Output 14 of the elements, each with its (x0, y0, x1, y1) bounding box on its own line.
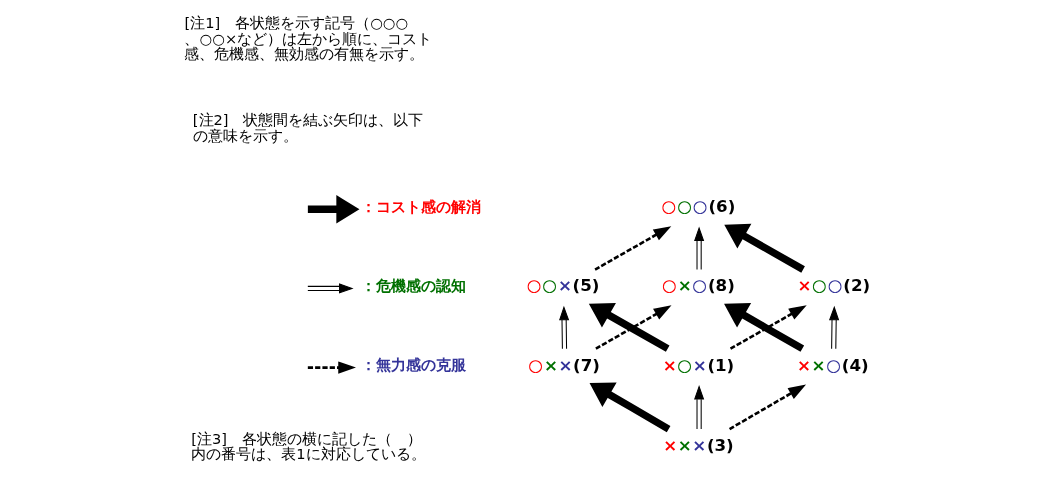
node-text: ○××(7) (527, 355, 600, 375)
node-text: ×○○(2) (797, 276, 870, 296)
legend-label: ：コスト感の解消 (360, 198, 481, 216)
legend-label: ：無力感の克服 (360, 356, 466, 374)
label: [注1] 各状態を示す記号（○○○、○○×など）は左から順に、コスト感、危機感、無効感の有無を示す。 (184, 14, 432, 63)
label: [注3] 各状態の横に記した（ ）内の番号は、表1に対応している。 (190, 429, 426, 463)
node-text: ○○×(5) (526, 276, 599, 296)
node-text: ○○○(6) (661, 197, 735, 217)
legend-label: ：危機感の認知 (360, 277, 466, 295)
label: [注2] 状態間を結ぶ矢印は、以下の意味を示す。 (192, 111, 423, 144)
node-text: ×××(3) (662, 435, 734, 455)
node-text: ××○(4) (796, 355, 869, 375)
node-text: ○×○(8) (661, 276, 735, 296)
node-text: ×○×(1) (662, 355, 734, 375)
